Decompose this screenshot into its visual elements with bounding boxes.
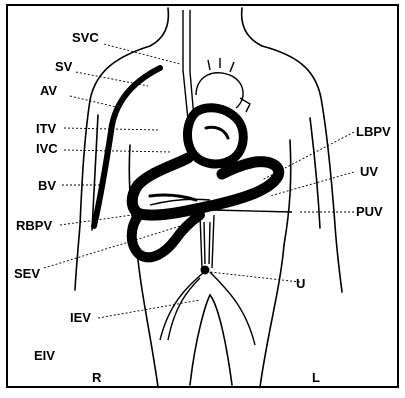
leader-ivc — [64, 150, 172, 152]
label-itv: ITV — [36, 121, 57, 136]
inner-leg-lines — [190, 295, 232, 385]
leader-lbpv — [262, 132, 354, 180]
label-rbpv: RBPV — [16, 218, 52, 233]
neck-right-line — [242, 8, 262, 46]
label-sev: SEV — [14, 266, 40, 281]
label-uv: UV — [360, 164, 378, 179]
label-av: AV — [40, 83, 57, 98]
superior-vena-cava-wall — [190, 10, 194, 118]
hepatic-segment — [150, 195, 196, 200]
label-iev: IEV — [70, 310, 91, 325]
label-eiv: EIV — [34, 348, 55, 363]
umbilicus-node — [201, 266, 209, 274]
leader-iev — [98, 300, 200, 318]
label-puv: PUV — [356, 204, 383, 219]
leader-av — [70, 96, 120, 108]
label-sv: SV — [55, 59, 73, 74]
left-arm-inner — [310, 118, 320, 228]
superior-vena-cava — [183, 10, 188, 120]
rbpv-loop — [132, 214, 200, 257]
right-iliac-inner — [168, 278, 200, 340]
left-torso-line — [284, 140, 291, 245]
label-bv: BV — [38, 178, 56, 193]
heart — [187, 108, 243, 164]
left-hip-line — [260, 245, 284, 387]
label-lbpv: LBPV — [356, 124, 391, 139]
leader-u — [210, 272, 300, 282]
inferior-vena-cava — [200, 215, 214, 268]
neck-left-line — [150, 8, 168, 46]
umbilical-vein — [212, 210, 292, 212]
great-vessels — [208, 58, 234, 72]
label-r: R — [92, 370, 102, 385]
label-ivc: IVC — [36, 141, 58, 156]
heart-septum — [206, 127, 228, 138]
label-l: L — [312, 370, 320, 385]
aortic-arch — [196, 73, 243, 108]
label-svc: SVC — [72, 30, 99, 45]
ivc-inner — [204, 222, 210, 264]
label-u: U — [296, 276, 305, 291]
